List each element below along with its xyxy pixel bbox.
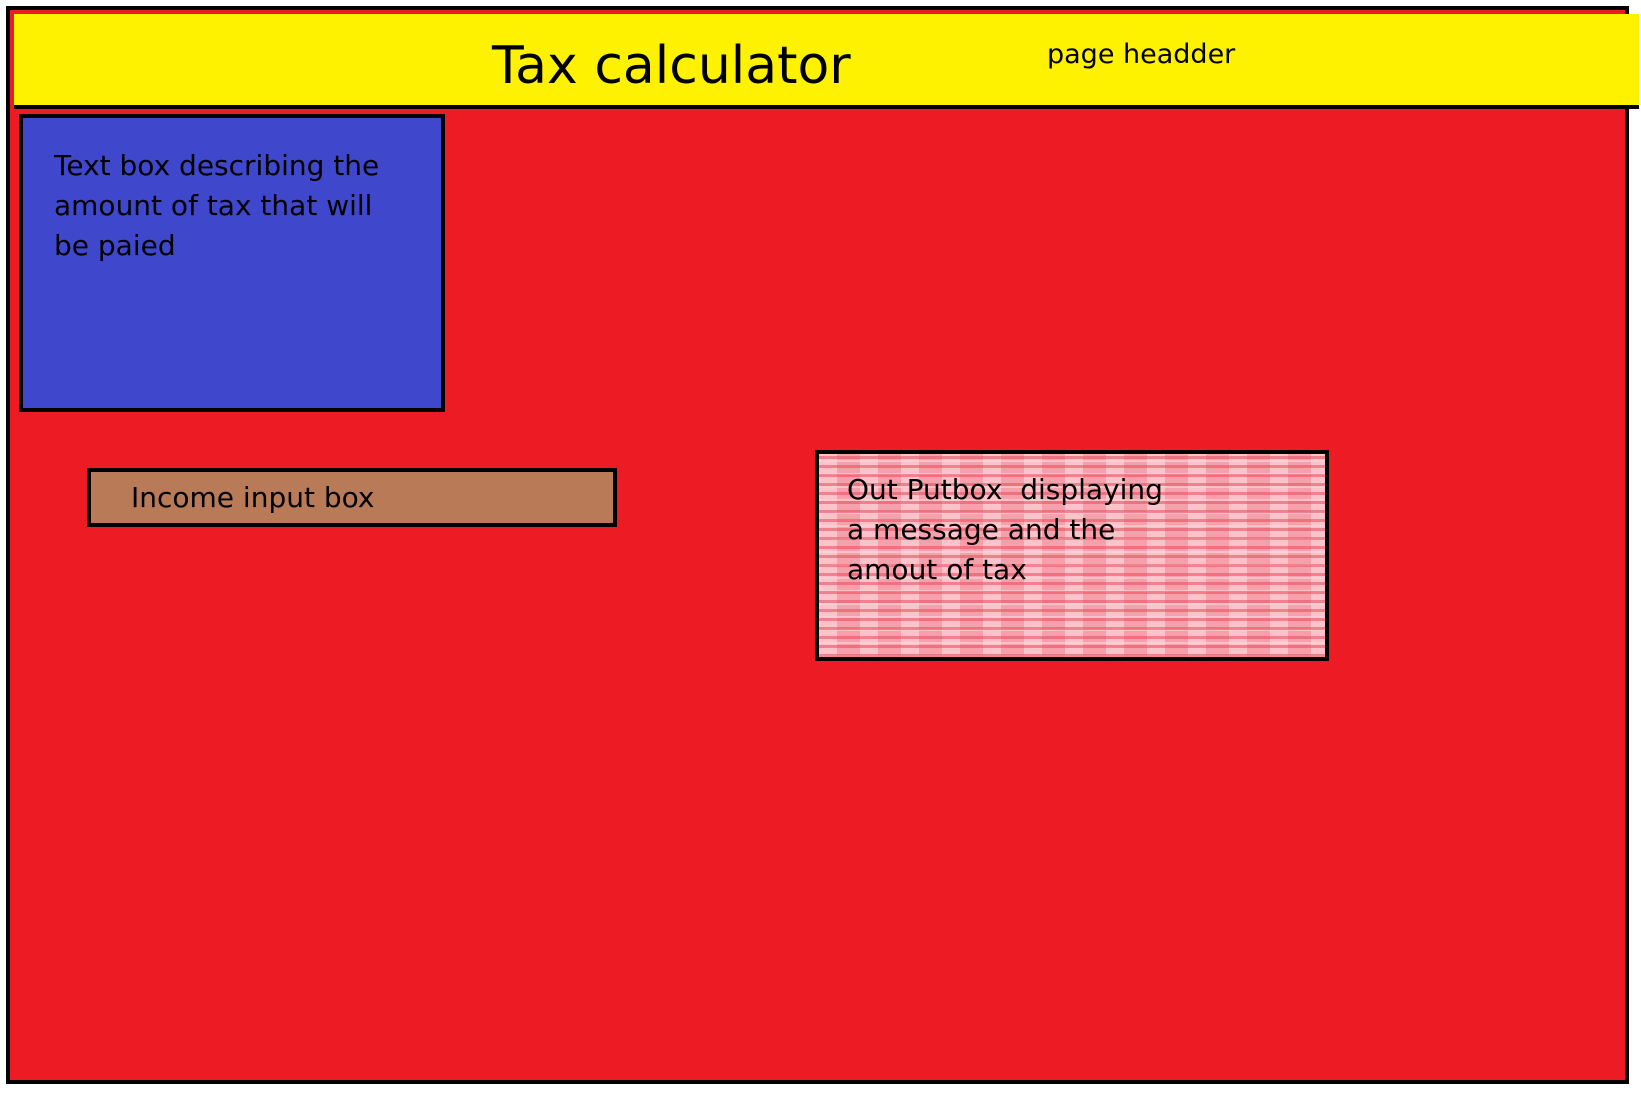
income-input-box[interactable]: Income input box (87, 468, 617, 527)
description-text-box: Text box describing the amount of tax th… (19, 114, 445, 412)
output-box: Out Putbox displaying a message and the … (815, 450, 1329, 661)
output-box-label: Out Putbox displaying a message and the … (847, 473, 1172, 586)
page-title: Tax calculator (492, 36, 851, 96)
page-frame: Tax calculator page headder Text box des… (6, 6, 1639, 1084)
income-input-label: Income input box (131, 481, 375, 514)
page-header: Tax calculator page headder (14, 14, 1639, 109)
header-label: page headder (1047, 39, 1236, 70)
description-label: Text box describing the amount of tax th… (54, 149, 380, 262)
